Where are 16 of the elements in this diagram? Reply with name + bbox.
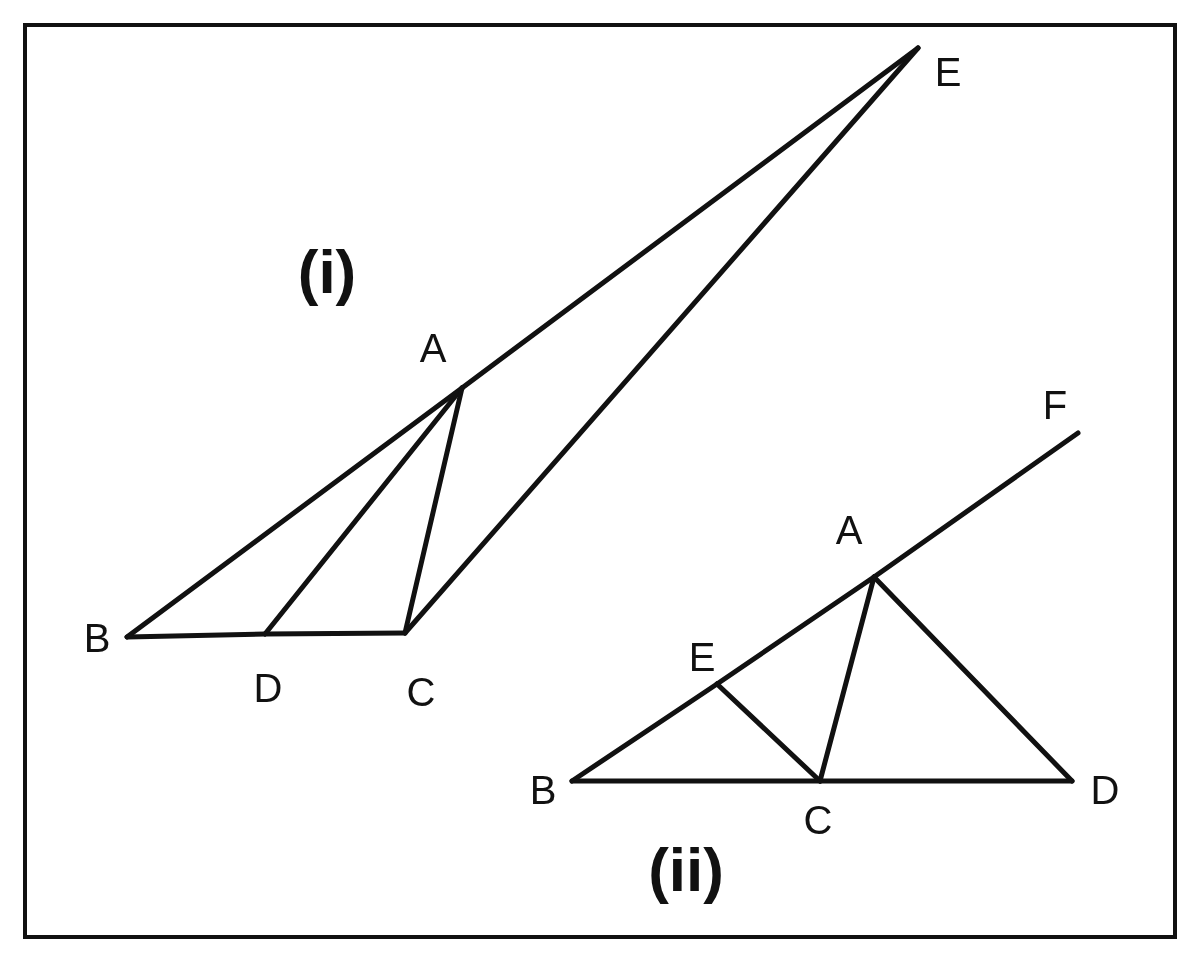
point-label: D bbox=[253, 668, 283, 708]
point-label: D bbox=[1090, 770, 1120, 810]
line-segment bbox=[402, 45, 921, 636]
line-segment bbox=[871, 574, 1075, 784]
point-label: F bbox=[1042, 385, 1068, 425]
line-segment bbox=[817, 778, 1075, 784]
line-segment bbox=[262, 385, 465, 637]
line-segment bbox=[569, 778, 823, 784]
point-label: A bbox=[835, 510, 863, 550]
point-label: C bbox=[803, 800, 833, 840]
point-label: E bbox=[934, 52, 962, 92]
point-label: A bbox=[419, 328, 447, 368]
point-label: B bbox=[529, 770, 557, 810]
point-label: C bbox=[406, 672, 436, 712]
point-label: E bbox=[688, 637, 716, 677]
point-label: B bbox=[83, 618, 111, 658]
